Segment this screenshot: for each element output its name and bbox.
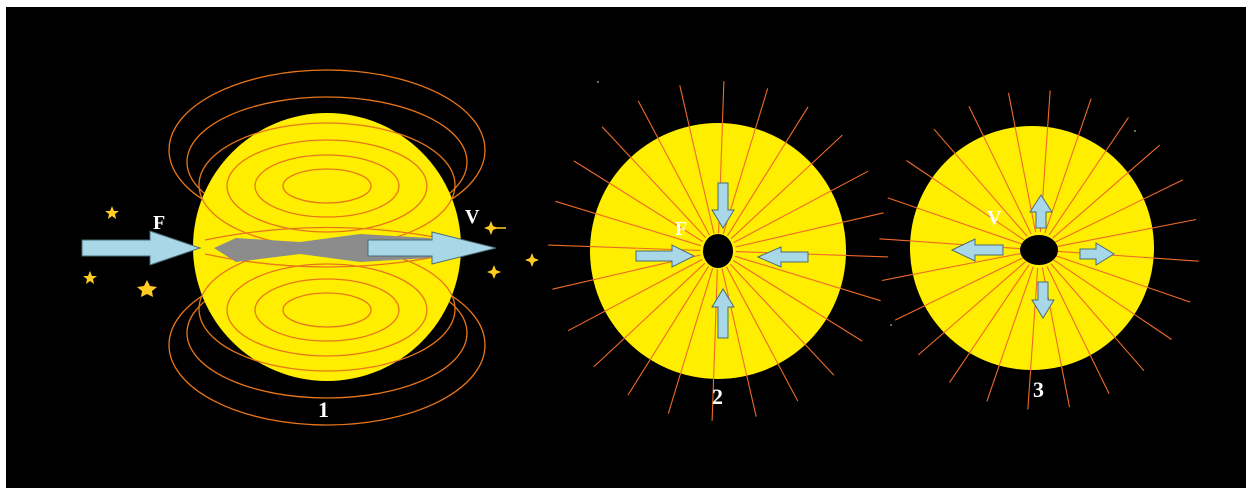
outward-arrows [950, 194, 1115, 319]
label-velocity-1: V [465, 206, 480, 228]
arrow-up [711, 288, 735, 339]
ray [1027, 267, 1039, 410]
star [105, 206, 119, 219]
force-arrow-in [81, 230, 202, 266]
ray [1053, 259, 1172, 340]
ray [1044, 98, 1092, 234]
ray [735, 212, 884, 248]
figure-3-disk: V 3 [879, 90, 1199, 410]
ray [667, 268, 714, 414]
label-figure-3: 3 [1033, 377, 1044, 402]
inward-arrows [635, 182, 809, 339]
label-velocity-3: V [987, 207, 1002, 229]
arrow-right [1079, 242, 1115, 266]
ray [733, 170, 869, 243]
ray [1007, 92, 1037, 233]
star [137, 280, 157, 297]
ray [711, 268, 718, 421]
arrow-right [635, 244, 696, 268]
label-force-2: F [675, 218, 687, 240]
ray [567, 259, 703, 332]
ray [894, 257, 1024, 321]
sparkle [487, 265, 501, 279]
ray [1055, 255, 1191, 303]
ray [721, 268, 757, 417]
ray [733, 260, 863, 342]
star [83, 271, 97, 284]
speck [597, 81, 599, 83]
ray [573, 160, 703, 242]
ray [1050, 263, 1145, 372]
ray [679, 85, 715, 234]
sparkle [525, 253, 539, 267]
ray [949, 264, 1030, 383]
ray [726, 266, 799, 402]
ray [881, 252, 1022, 282]
inner-field-loops [198, 122, 456, 372]
arrow-left [950, 238, 1004, 262]
speck [890, 324, 892, 326]
ray [735, 251, 888, 258]
ray [887, 197, 1023, 245]
ray [601, 126, 707, 239]
ray [933, 128, 1028, 237]
ray [555, 200, 701, 247]
ray [986, 266, 1034, 402]
core-2 [703, 234, 733, 268]
speck [1134, 130, 1136, 132]
figure-2-disk: F 2 [548, 81, 888, 421]
ray [637, 100, 710, 236]
arrow-down [1031, 281, 1055, 319]
velocity-arrow-out [367, 231, 497, 265]
ray [627, 266, 709, 396]
ray [906, 160, 1025, 241]
label-force-1: F [153, 212, 165, 234]
ray [593, 262, 706, 368]
ray [729, 263, 835, 376]
label-figure-1: 1 [318, 397, 329, 422]
ray [1048, 117, 1129, 236]
arrow-left [756, 246, 809, 268]
ray [968, 105, 1032, 235]
ray [917, 261, 1026, 356]
arrow-up [1029, 194, 1053, 229]
ray [1046, 265, 1110, 395]
ray [1054, 179, 1184, 243]
arrow-down [711, 182, 735, 229]
ray [735, 255, 881, 302]
figure-1-toroid: F V 1 [81, 69, 539, 426]
core-3 [1020, 235, 1058, 265]
ray [1056, 218, 1197, 248]
ray [1052, 144, 1161, 239]
stars [83, 206, 539, 297]
ray [727, 106, 809, 236]
ray [730, 134, 843, 240]
label-figure-2: 2 [712, 384, 723, 409]
sparkle [484, 221, 498, 235]
